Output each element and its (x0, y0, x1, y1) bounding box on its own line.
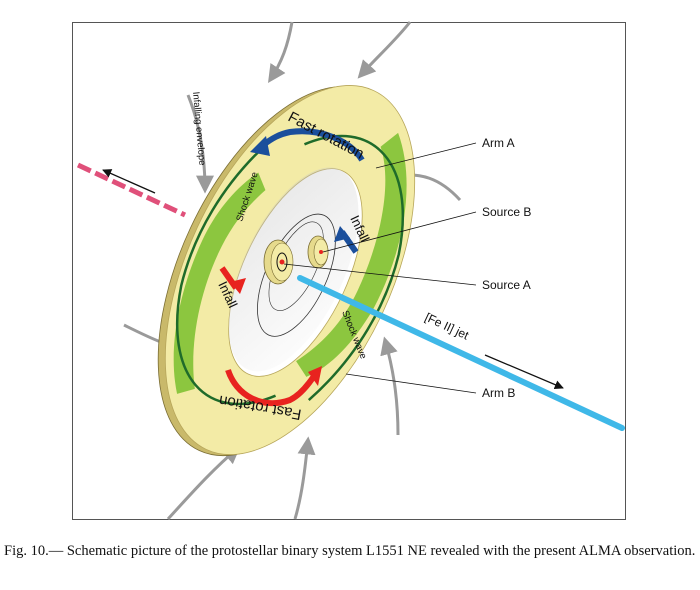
figure-caption: Fig. 10.— Schematic picture of the proto… (4, 543, 696, 559)
source-b (307, 235, 329, 269)
label-infalling-envelope: Infalling envelope (190, 91, 207, 166)
label-source-b: Source B (482, 205, 531, 219)
grey-arrow-right-low (380, 336, 400, 436)
infall-left-arrowhead (230, 278, 246, 294)
fast-rotation-top-arrow (260, 128, 365, 162)
infall-right-arrowhead (334, 226, 350, 242)
leader-arm-b (345, 373, 477, 394)
shock-wave-line-b (176, 138, 277, 406)
label-source-a: Source A (482, 278, 531, 292)
leader-source-a (283, 263, 477, 286)
leader-arm-a (375, 142, 477, 169)
grey-arrow-top-right (357, 21, 412, 79)
grey-arrow-bottom-left (166, 445, 241, 520)
leader-lines (283, 142, 477, 394)
fe-jet-arrow (484, 354, 564, 389)
label-arm-b: Arm B (482, 386, 515, 400)
grey-arrow-left-envelope (186, 94, 214, 194)
arm-b-green (173, 172, 266, 394)
grey-arrow-top-left (268, 21, 294, 83)
fe-jet (297, 275, 625, 431)
fast-rotation-top-arrowhead (250, 136, 270, 156)
source-a (263, 239, 294, 285)
disk-inner-shade (228, 167, 359, 372)
schematic-diagram: Arm A Source B Source A Arm B [Fe II] je… (76, 21, 625, 520)
pink-jet (76, 162, 187, 218)
fast-rotation-bottom-arrow (225, 368, 317, 407)
pink-jet-arrow (102, 169, 156, 194)
arm-a-green (296, 132, 407, 377)
fast-rotation-bottom-arrowhead (308, 366, 322, 386)
grey-arrow-bottom-right (293, 436, 316, 520)
shock-wave-line-a (303, 134, 404, 402)
label-arm-a: Arm A (482, 136, 515, 150)
leader-source-b (322, 211, 477, 253)
